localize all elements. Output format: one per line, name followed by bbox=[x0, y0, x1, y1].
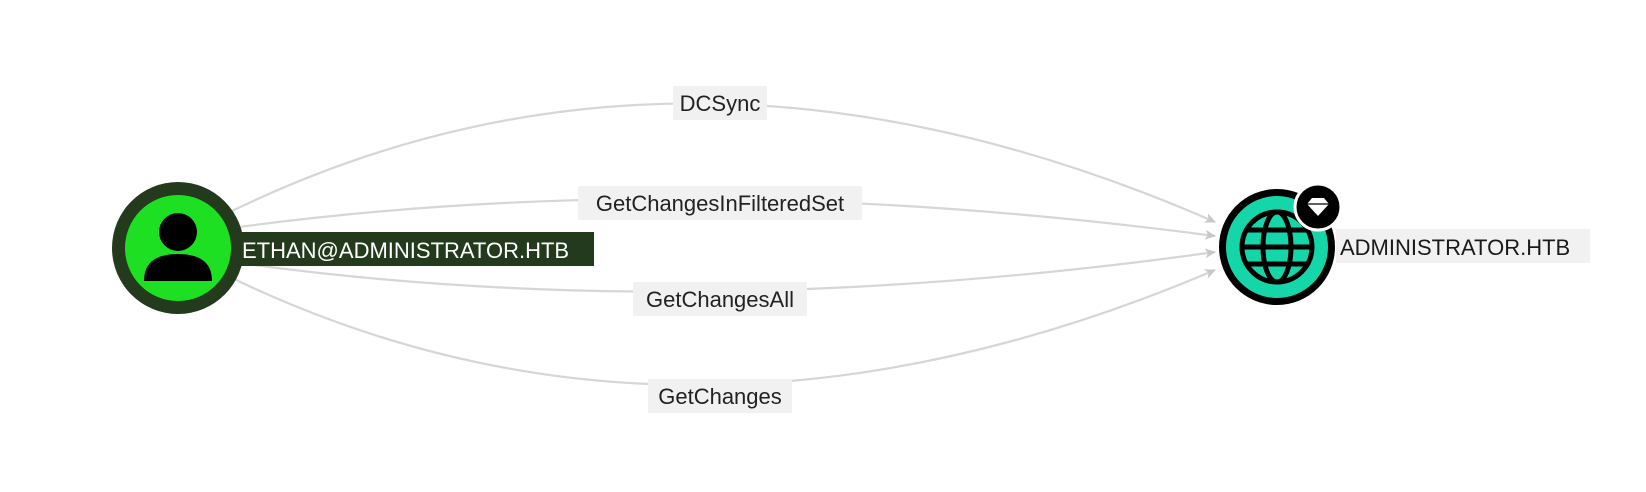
edge-label-getchanges[interactable]: GetChanges bbox=[658, 384, 782, 409]
edge-getchangesinfilteredset[interactable]: GetChangesInFilteredSet bbox=[231, 186, 1216, 240]
edge-dcsync[interactable]: DCSync bbox=[229, 86, 1216, 224]
edge-label-bg bbox=[673, 86, 767, 120]
node-domain[interactable]: ADMINISTRATOR.HTB bbox=[1219, 182, 1590, 305]
edges: DCSync GetChangesInFilteredSet GetChange… bbox=[229, 86, 1216, 413]
edge-label-getchangesall[interactable]: GetChangesAll bbox=[646, 287, 794, 312]
edge-label-bg bbox=[648, 379, 792, 413]
edge-label-bg bbox=[633, 282, 807, 316]
gem-icon bbox=[1293, 182, 1343, 232]
globe-icon bbox=[1239, 209, 1315, 285]
user-icon bbox=[144, 213, 212, 281]
node-user-label[interactable]: ETHAN@ADMINISTRATOR.HTB bbox=[242, 238, 569, 263]
edge-label-dcsync[interactable]: DCSync bbox=[680, 91, 761, 116]
edge-label-getchangesinfilteredset[interactable]: GetChangesInFilteredSet bbox=[596, 191, 844, 216]
node-domain-label-bg bbox=[1336, 229, 1590, 263]
node-domain-label[interactable]: ADMINISTRATOR.HTB bbox=[1340, 235, 1570, 260]
node-user[interactable]: ETHAN@ADMINISTRATOR.HTB bbox=[112, 182, 594, 314]
node-user-label-bg bbox=[238, 232, 594, 266]
edge-getchanges[interactable]: GetChanges bbox=[231, 268, 1216, 413]
edge-label-bg bbox=[578, 186, 862, 220]
edge-getchangesall[interactable]: GetChangesAll bbox=[231, 248, 1216, 316]
